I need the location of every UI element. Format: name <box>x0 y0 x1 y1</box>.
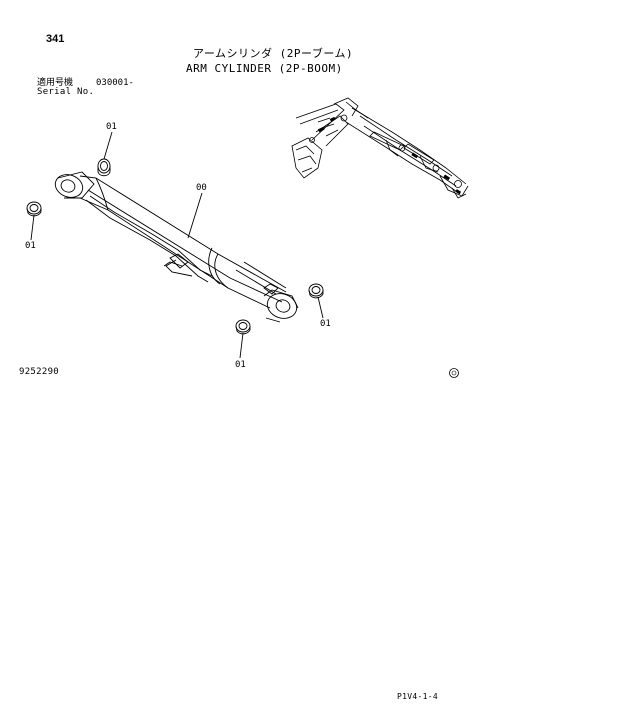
callout-01-top-left: 01 <box>106 122 117 132</box>
page-code: P1V4-1-4 <box>397 692 438 701</box>
callout-00-center: 00 <box>196 183 207 193</box>
title-japanese: アームシリンダ (2Pーブーム) <box>193 47 354 60</box>
callout-01-right: 01 <box>320 319 331 329</box>
drawing-number: 9252290 <box>19 367 60 377</box>
serial-label-japanese: 適用号機 <box>37 78 74 88</box>
page-number: 341 <box>46 33 65 45</box>
title-english: ARM CYLINDER (2P-BOOM) <box>186 62 343 75</box>
callout-01-left: 01 <box>25 241 36 251</box>
serial-label-english: Serial No. <box>37 87 95 97</box>
serial-value: 030001- <box>96 78 134 88</box>
callout-01-bottom: 01 <box>235 360 246 370</box>
